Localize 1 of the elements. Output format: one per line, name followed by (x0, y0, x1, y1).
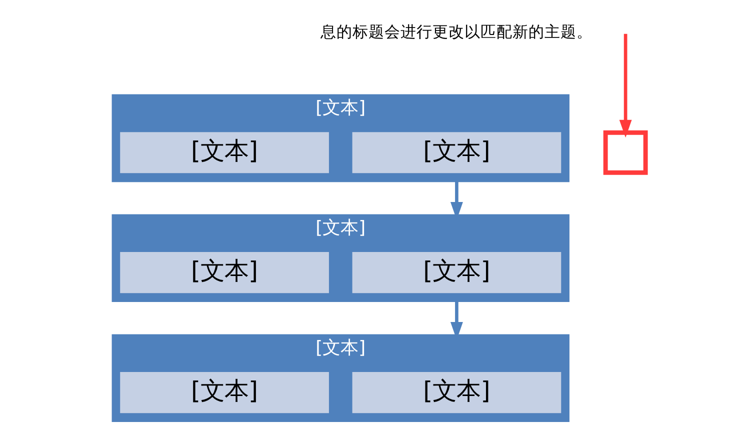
label: 息的标题会进行更改以匹配新的主题。 (320, 22, 593, 41)
